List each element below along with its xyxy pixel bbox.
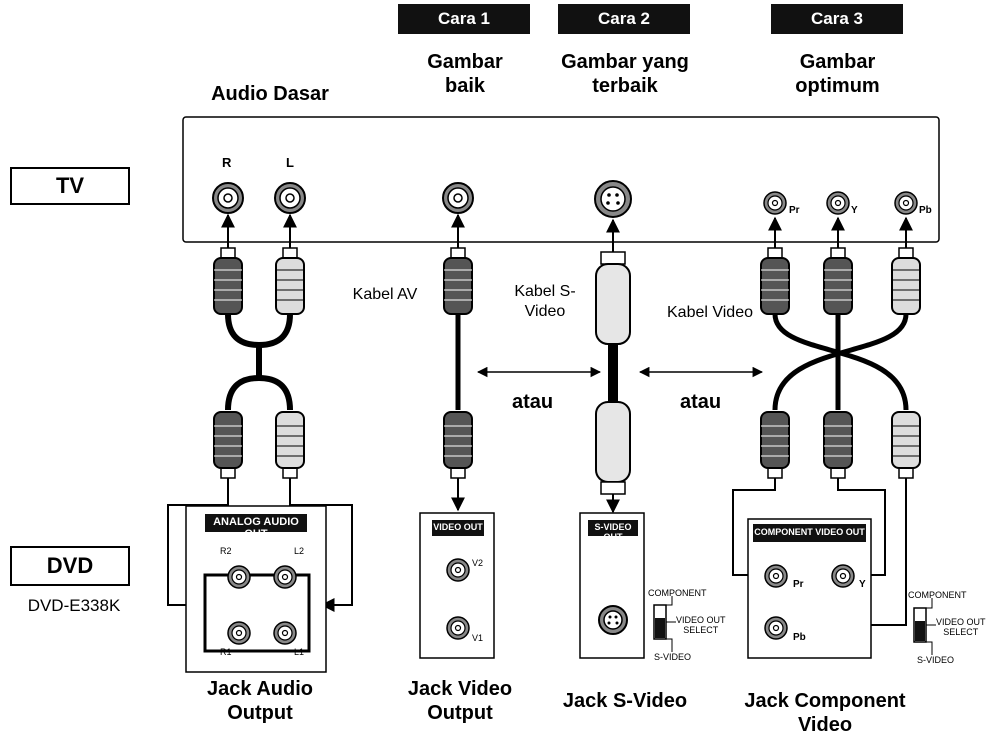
svideo-cable-label: Kabel S- Video (514, 283, 576, 320)
video-v1-label: V1 (472, 633, 484, 643)
analog-l1-label: L1 (294, 647, 305, 657)
av-cable (443, 213, 473, 512)
tv-video-jack (442, 182, 474, 214)
atau-label-1: atau (512, 391, 554, 413)
component-y-label: Y (859, 579, 866, 590)
svideo-select-label: VIDEO OUT SELECT (676, 615, 726, 635)
tv-r-label: R (222, 155, 232, 170)
component-cable (732, 216, 921, 632)
component-select-label: VIDEO OUT SELECT (936, 617, 986, 637)
tv-pr-label: Pr (789, 205, 800, 216)
component-pr-label: Pr (793, 579, 804, 590)
av-cable-label: Kabel AV (352, 286, 418, 303)
cara1-tag: Cara 1 (398, 4, 530, 34)
gambar-optimum-heading: Gambar optimum (795, 51, 880, 97)
dvd-label: DVD (10, 546, 130, 586)
component-out-panel (747, 518, 936, 659)
gambar-terbaik-heading: Gambar yang terbaik (561, 51, 689, 97)
component-component-label: COMPONENT (908, 590, 967, 600)
svideo-out-title: S-VIDEO OUT (594, 522, 632, 542)
component-svideo-label: S-VIDEO (917, 655, 955, 665)
jack-video-output-caption: Jack Video Output (407, 678, 513, 724)
tv-svideo-jack (594, 180, 632, 218)
analog-r1-label: R1 (220, 647, 232, 657)
jack-svideo-caption: Jack S-Video (562, 690, 688, 712)
video-out-title: VIDEO OUT (433, 522, 483, 532)
analog-r2-label: R2 (220, 546, 232, 556)
audio-dasar-heading: Audio Dasar (211, 83, 329, 105)
tv-audio-r-jack (212, 182, 244, 214)
cara3-tag: Cara 3 (771, 4, 903, 34)
tv-panel (182, 116, 940, 243)
tv-pr-jack (763, 191, 787, 215)
svideo-cable (595, 218, 631, 514)
dvd-model-label: DVD-E338K (27, 596, 121, 615)
jack-component-video-caption: Jack Component Video (744, 690, 906, 736)
svideo-component-label: COMPONENT (648, 588, 707, 598)
analog-audio-panel (185, 505, 327, 673)
atau-label-2: atau (680, 391, 722, 413)
tv-y-label: Y (851, 205, 858, 216)
tv-label: TV (10, 167, 130, 205)
cara2-tag: Cara 2 (558, 4, 690, 34)
component-pb-label: Pb (793, 632, 806, 643)
video-out-panel (419, 512, 495, 659)
svideo-svideo-label: S-VIDEO (654, 652, 692, 662)
analog-l2-label: L2 (294, 546, 305, 556)
svideo-out-panel (579, 512, 676, 659)
component-out-title: COMPONENT VIDEO OUT (754, 527, 865, 537)
analog-audio-out-title: ANALOG AUDIO OUT (213, 516, 299, 540)
video-cable-label: Kabel Video (667, 304, 753, 321)
tv-y-jack (826, 191, 850, 215)
tv-audio-l-jack (274, 182, 306, 214)
audio-cable (167, 213, 353, 612)
tv-l-label: L (286, 155, 294, 170)
jack-audio-output-caption: Jack Audio Output (207, 678, 313, 724)
tv-pb-label: Pb (919, 205, 932, 216)
gambar-baik-heading: Gambar baik (427, 51, 503, 97)
tv-pb-jack (894, 191, 918, 215)
video-v2-label: V2 (472, 558, 484, 568)
